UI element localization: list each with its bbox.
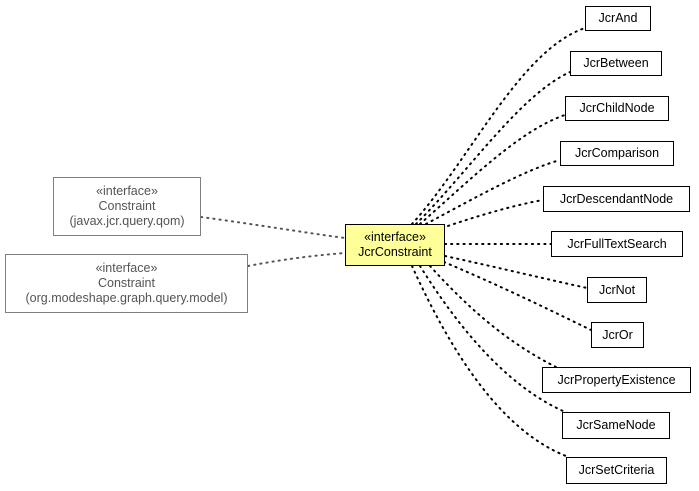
class-name: JcrDescendantNode	[559, 191, 674, 206]
class-name: JcrPropertyExistence	[557, 372, 676, 387]
edge-jcrsetcriteria	[411, 265, 567, 457]
class-name: JcrSameNode	[576, 418, 656, 432]
stereotype-label: «interface»	[96, 184, 158, 198]
class-jcrfulltextsearch[interactable]: JcrFullTextSearch	[551, 231, 683, 257]
class-name: JcrNot	[598, 282, 636, 297]
jcrconstraint-node[interactable]: «interface» JcrConstraint	[345, 224, 445, 266]
class-name: JcrComparison	[574, 146, 660, 160]
class-name: JcrOr	[602, 327, 633, 342]
class-jcrsetcriteria[interactable]: JcrSetCriteria	[566, 457, 667, 484]
edge-jcrand	[411, 27, 586, 225]
class-jcror[interactable]: JcrOr	[591, 322, 644, 348]
class-jcrdescendantnode[interactable]: JcrDescendantNode	[543, 186, 690, 212]
edge-jcror	[443, 261, 592, 331]
constraint-jcr-qom-node[interactable]: «interface» Constraint (javax.jcr.query.…	[53, 177, 201, 236]
interface-name: Constraint	[98, 199, 156, 213]
class-name: JcrBetween	[583, 56, 649, 70]
edge-jcrcomparison	[425, 159, 561, 225]
class-jcrsamenode[interactable]: JcrSameNode	[562, 412, 670, 439]
edge-jcrbetween	[415, 71, 571, 225]
edge-constraint-jcr-to-jcrconstraint	[200, 216, 346, 239]
edge-jcrchildnode	[419, 114, 566, 225]
class-jcrbetween[interactable]: JcrBetween	[570, 51, 662, 76]
class-jcrpropertyexistence[interactable]: JcrPropertyExistence	[542, 367, 691, 393]
package-name: (org.modeshape.graph.query.model)	[25, 291, 228, 305]
interface-name: Constraint	[98, 276, 155, 290]
interface-name: JcrConstraint	[358, 245, 432, 259]
edge-jcrdescendantnode	[441, 199, 544, 229]
class-jcrcomparison[interactable]: JcrComparison	[560, 141, 674, 166]
edge-jcrpropertyexistence	[429, 265, 563, 371]
edge-jcrnot	[444, 255, 588, 289]
class-name: JcrSetCriteria	[578, 463, 655, 477]
package-name: (javax.jcr.query.qom)	[69, 214, 185, 228]
class-jcrand[interactable]: JcrAnd	[585, 6, 651, 31]
class-jcrchildnode[interactable]: JcrChildNode	[565, 96, 669, 121]
stereotype-label: «interface»	[364, 230, 426, 244]
class-name: JcrChildNode	[579, 101, 655, 115]
stereotype-label: «interface»	[95, 261, 158, 275]
class-jcrnot[interactable]: JcrNot	[587, 277, 647, 303]
edge-constraint-modeshape-to-jcrconstraint	[247, 252, 346, 267]
edge-jcrsamenode	[419, 265, 571, 415]
class-name: JcrFullTextSearch	[567, 236, 667, 251]
class-name: JcrAnd	[598, 11, 638, 25]
constraint-modeshape-node[interactable]: «interface» Constraint (org.modeshape.gr…	[5, 254, 248, 313]
